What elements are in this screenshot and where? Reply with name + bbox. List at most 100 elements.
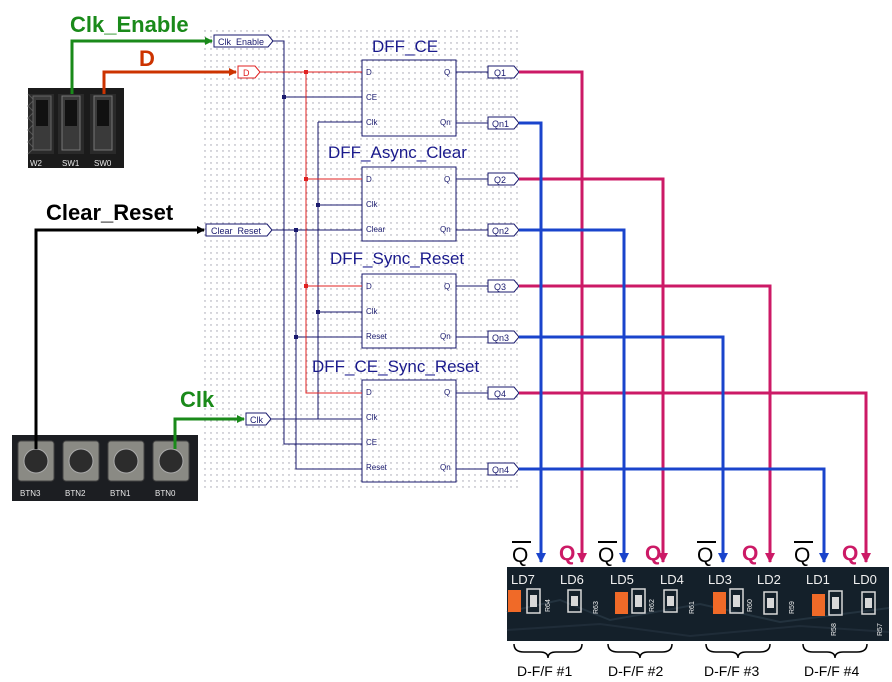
pin-label: Clear [366, 225, 385, 234]
button-btn1 [107, 440, 145, 482]
q-label: Q [742, 542, 758, 565]
led-ld6 [567, 589, 582, 613]
pin-label: D [366, 388, 372, 397]
signal-label-clear-reset: Clear_Reset [46, 200, 174, 225]
component-box [361, 379, 457, 483]
resistor-label: R62 [649, 599, 656, 612]
d-wire: D [102, 46, 237, 94]
button-btn0 [152, 440, 190, 482]
led-label: LD6 [560, 572, 584, 587]
port-label: Q4 [494, 389, 506, 399]
q-label: Q [559, 542, 575, 565]
resistor-label: R59 [789, 601, 796, 614]
led-ld7 [508, 590, 521, 612]
button-label: BTN0 [155, 489, 176, 498]
pin-label: Reset [366, 463, 388, 472]
port-label: Clk [250, 415, 263, 425]
clk-enable-wire: Clk_Enable [70, 12, 213, 94]
pin-label: Qn [440, 225, 451, 234]
junction-dots [282, 70, 320, 339]
switch-label: SW0 [94, 159, 112, 168]
component-title: DFF_Async_Clear [328, 143, 467, 162]
port-clear-reset: Clear_Reset [205, 223, 273, 237]
qbar-label: Q [794, 544, 810, 567]
led-label: LD7 [511, 572, 535, 587]
port-label: Qn3 [492, 333, 509, 343]
button-label: BTN2 [65, 489, 86, 498]
q-output-wires [519, 70, 871, 563]
led-ld2 [763, 591, 778, 615]
group-label: D-F/F #2 [608, 663, 663, 679]
pin-label: D [366, 68, 372, 77]
qbar-label: Q [512, 544, 528, 567]
dff-sync-reset-block: DFF_Sync_Reset D Clk Reset Q Qn [330, 249, 464, 349]
qn-output-wires [519, 121, 829, 563]
schematic-wires [271, 40, 488, 470]
dff-ce-sync-reset-block: DFF_CE_Sync_Reset D Clk CE Reset Q Qn [312, 357, 480, 483]
pin-label: Q [444, 388, 450, 397]
group-braces [513, 643, 868, 659]
led-ld3 [713, 592, 726, 614]
group-label: D-F/F #1 [517, 663, 572, 679]
led-ld4 [663, 589, 678, 613]
led-ld5 [615, 592, 628, 614]
pin-label: Clk [366, 307, 379, 316]
push-button-board: BTN3 BTN2 BTN1 BTN0 [12, 435, 198, 501]
led-ld0 [861, 591, 876, 615]
pin-label: Qn [440, 463, 451, 472]
switch-label: SW1 [62, 159, 80, 168]
led-ld1 [812, 594, 825, 616]
group-label: D-F/F #4 [804, 663, 859, 679]
group-labels: D-F/F #1 D-F/F #2 D-F/F #3 D-F/F #4 [517, 663, 859, 679]
resistor-label: R64 [545, 599, 552, 612]
port-clk-enable: Clk_Enable [213, 34, 274, 48]
led-label: LD0 [853, 572, 877, 587]
port-label: Clk_Enable [218, 37, 264, 47]
pin-label: Clk [366, 200, 379, 209]
switch-label: W2 [30, 159, 43, 168]
port-clk: Clk [245, 412, 272, 426]
pin-label: Qn [440, 332, 451, 341]
led-board: LD7 R64 LD6 R63 LD5 R62 LD4 R61 LD3 R60 … [506, 567, 890, 641]
led-q-labels: Q Q Q Q Q Q Q Q [512, 541, 858, 567]
qbar-label: Q [697, 544, 713, 567]
port-label: Q1 [494, 68, 506, 78]
pin-label: Reset [366, 332, 388, 341]
led-label: LD5 [610, 572, 634, 587]
button-label: BTN1 [110, 489, 131, 498]
pin-label: Q [444, 175, 450, 184]
port-label: Qn4 [492, 465, 509, 475]
led-label: LD3 [708, 572, 732, 587]
component-box [361, 273, 457, 349]
component-box [361, 166, 457, 242]
resistor-label: R60 [747, 599, 754, 612]
resistor-label: R58 [831, 623, 838, 636]
port-d: D [237, 65, 261, 79]
port-label: D [243, 68, 250, 78]
pin-label: D [366, 282, 372, 291]
resistor-label: R57 [877, 623, 884, 636]
button-btn3 [17, 440, 55, 482]
dff-async-clear-block: DFF_Async_Clear D Clk Clear Q Qn [328, 143, 467, 242]
port-label: Q3 [494, 282, 506, 292]
pin-label: D [366, 175, 372, 184]
pin-label: CE [366, 438, 377, 447]
resistor-label: R63 [593, 601, 600, 614]
led-label: LD4 [660, 572, 684, 587]
component-title: DFF_Sync_Reset [330, 249, 464, 268]
pin-label: Clk [366, 118, 379, 127]
group-label: D-F/F #3 [704, 663, 759, 679]
button-label: BTN3 [20, 489, 41, 498]
component-title: DFF_CE_Sync_Reset [312, 357, 480, 376]
signal-label-clk-enable: Clk_Enable [70, 12, 189, 37]
q-label: Q [645, 542, 661, 565]
port-label: Q2 [494, 175, 506, 185]
button-btn2 [62, 440, 100, 482]
pin-label: Q [444, 68, 450, 77]
pin-label: CE [366, 93, 377, 102]
clear-reset-wire: Clear_Reset [34, 200, 205, 449]
q-label: Q [842, 542, 858, 565]
signal-label-clk: Clk [180, 387, 215, 412]
port-label: Qn1 [492, 119, 509, 129]
led-label: LD2 [757, 572, 781, 587]
